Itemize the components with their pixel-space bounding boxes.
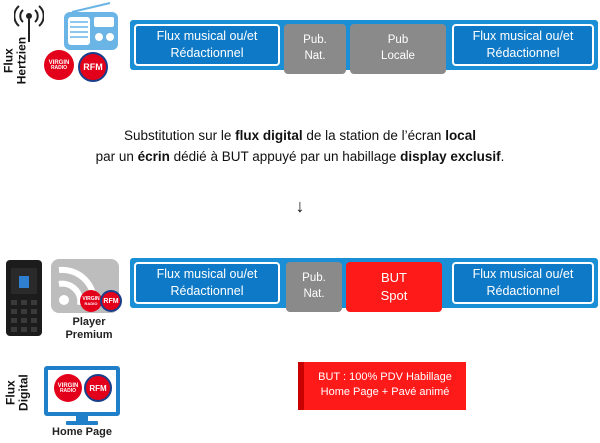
but-banner-line1: BUT : 100% PDV Habillage [318,371,452,383]
top-block-flux-1-line1: Flux musical ou/et [156,29,258,44]
desc-line2-c: dédié à BUT appuyé par un habillage [169,148,401,164]
but-banner: BUT : 100% PDV Habillage Home Page + Pav… [298,362,466,410]
radio-icon [60,2,120,54]
top-block-pub-locale-line2: Locale [381,50,415,62]
top-block-flux-2-line2: Rédactionnel [486,46,560,60]
player-caption-line2: Premium [65,329,113,342]
top-block-pub-locale-line1: Pub [387,34,409,47]
virgin-logo-sub: RADIO [50,64,68,71]
desc-line2-b: écrin [137,148,170,164]
top-block-pub-nat-line2: Nat. [304,50,326,62]
rfm-logo: RFM [78,52,108,82]
desc-line1-d: local [445,128,476,143]
rfm-logo-homepage: RFM [84,374,112,402]
rfm-logo-home-text: RFM [89,383,107,393]
desc-line1-b: flux digital [235,128,303,143]
flux-digital-label: Flux Digital [3,370,30,416]
virgin-logo-home-text: VIRGIN [57,382,79,389]
bottom-block-flux-2-line1: Flux musical ou/et [472,267,574,282]
virgin-logo-player-sub: RADIO [84,300,98,306]
virgin-logo-player-text: VIRGIN [82,295,100,302]
flux-digital-label-line2: Digital [16,374,30,411]
bottom-block-flux-1-line1: Flux musical ou/et [156,267,258,282]
bottom-block-pub-nat: Pub. Nat. [286,262,342,312]
broadcast-antenna-icon [13,4,45,44]
virgin-radio-logo-player: VIRGIN RADIO [80,290,102,312]
virgin-radio-logo-homepage: VIRGIN RADIO [54,374,82,402]
virgin-logo-home-sub: RADIO [59,387,77,394]
top-block-flux-2-line1: Flux musical ou/et [472,29,574,44]
player-premium-caption: Player Premium [54,316,124,342]
top-block-pub-nat: Pub. Nat. [284,24,346,74]
phone-icon [4,258,44,338]
down-arrow: ↓ [295,196,305,216]
bottom-block-flux-2-line2: Rédactionnel [486,284,560,298]
flux-hertzien-label-line2: Hertzien [14,36,28,85]
bottom-block-flux-1-line2: Rédactionnel [170,284,244,298]
top-block-flux-1-line2: Rédactionnel [170,46,244,60]
bottom-block-but-spot: BUT Spot [346,262,442,312]
bottom-block-but-spot-line1: BUT [381,270,407,286]
bottom-block-but-spot-line2: Spot [380,288,408,303]
desc-line1-c: de la station de l’écran [302,128,446,143]
player-caption-line1: Player [72,316,106,328]
rfm-logo-text: RFM [83,62,103,72]
bottom-block-pub-nat-line1: Pub. [302,272,326,285]
description-text: Substitution sur le flux digital de la s… [0,126,600,168]
desc-line2-a: par un [95,148,138,164]
desc-line2-e: . [500,148,505,164]
home-page-caption: Home Page [52,426,112,438]
virgin-logo-text: VIRGIN [48,59,70,66]
rfm-logo-player: RFM [100,290,122,312]
top-block-pub-nat-line1: Pub. [303,34,327,47]
but-banner-line2: Home Page + Pavé animé [320,386,450,399]
rfm-logo-player-text: RFM [103,297,119,305]
desc-line1-a: Substitution sur le [124,128,236,143]
bottom-block-pub-nat-line2: Nat. [303,288,325,300]
desc-line2-d: display exclusif [400,148,501,164]
but-banner-text: BUT : 100% PDV Habillage Home Page + Pav… [310,370,460,401]
virgin-radio-logo: VIRGIN RADIO [44,50,74,80]
